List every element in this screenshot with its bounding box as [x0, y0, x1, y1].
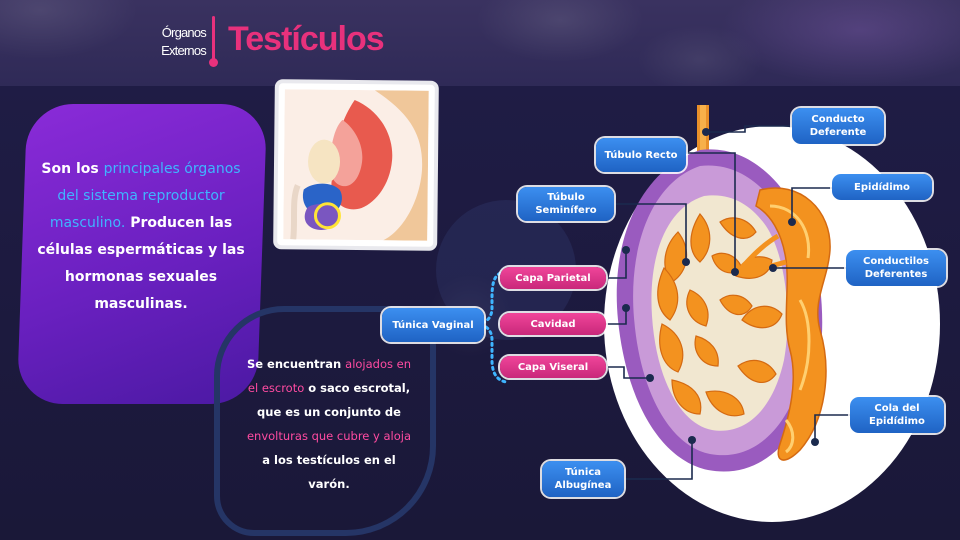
info-text-highlight: principales órganos del sistema reproduc… — [49, 161, 241, 231]
bubble-text-part: o saco escrotal, que es un conjunto de — [257, 381, 411, 419]
label-cavidad: Cavidad — [500, 313, 606, 335]
pelvis-illustration — [283, 89, 429, 241]
section-subtitle: Órganos Externos — [161, 25, 207, 58]
connector-dots — [622, 128, 819, 446]
label-tubulo-recto: Túbulo Recto — [596, 138, 686, 172]
info-bubble-text: Se encuentran alojados en el escroto o s… — [244, 352, 414, 496]
bubble-text-highlight: envolturas que cubre y aloja — [246, 429, 412, 443]
info-card-text: Son los principales órganos del sistema … — [30, 156, 252, 318]
label-tunica-vaginal: Túnica Vaginal — [382, 308, 484, 342]
bubble-text-highlight: alojados en el escroto — [247, 357, 412, 395]
label-cola-epididimo: Cola del Epidídimo — [850, 397, 944, 433]
info-bubble — [214, 306, 436, 536]
page-title: Testículos — [228, 20, 385, 58]
epididymis — [755, 187, 831, 461]
title-divider — [209, 16, 218, 67]
info-text-part: Son los — [41, 161, 104, 177]
info-text-part: Producen las células espermáticas y las … — [37, 215, 245, 312]
label-tubulo-seminifero: Túbulo Seminífero — [518, 187, 614, 221]
label-conducto-deferente: Conducto Deferente — [792, 108, 884, 144]
label-tunica-albuginea: Túnica Albugínea — [542, 461, 624, 497]
connector-lines — [606, 125, 850, 480]
header-banner — [0, 0, 960, 86]
bubble-text-part: a los testículos en el varón. — [262, 453, 396, 491]
label-epididimo: Epidídimo — [832, 174, 932, 200]
label-capa-parietal: Capa Parietal — [500, 267, 606, 289]
label-capa-viseral: Capa Viseral — [500, 356, 606, 378]
anatomy-thumbnail — [277, 83, 435, 247]
bubble-text-part: Se encuentran — [246, 357, 346, 371]
label-conductilos-deferentes: Conductilos Deferentes — [846, 250, 946, 286]
